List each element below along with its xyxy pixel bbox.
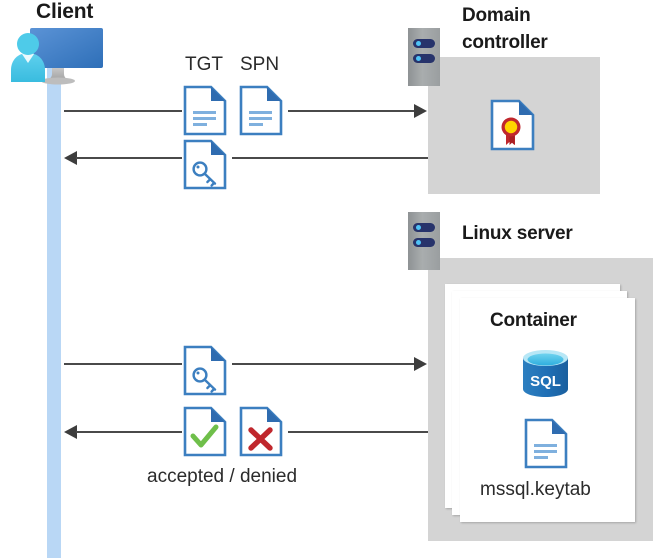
message-4-line-left [76,431,182,433]
accepted-denied-caption: accepted / denied [147,466,298,487]
sql-database-icon: SQL [519,348,572,399]
linux-server-server-icon [408,212,440,270]
accepted-document-icon [183,406,227,457]
certificate-document-icon [490,99,535,151]
message-3-arrowhead [414,357,427,371]
message-4-arrowhead [64,425,77,439]
container-title: Container [490,310,577,331]
message-1-line-left [64,110,182,112]
message-1-line-right [288,110,414,112]
tgt-label: TGT [185,54,223,75]
spn-document-icon [239,85,283,136]
tgt-document-icon [183,85,227,136]
domain-controller-title-line1: Domain [462,5,531,26]
keytab-document-icon [524,418,568,469]
sql-label: SQL [530,373,561,390]
domain-controller-title: Domain controller [462,2,652,56]
domain-controller-server-icon [408,28,440,86]
message-3-line-right [232,363,414,365]
message-3-line-left [64,363,182,365]
linux-server-title: Linux server [462,223,573,244]
spn-label: SPN [240,54,280,75]
denied-document-icon [239,406,283,457]
client-computer-user-icon [8,24,114,90]
domain-controller-title-line2: controller [462,32,548,53]
message-2-arrowhead [64,151,77,165]
client-title: Client [36,0,94,23]
message-2-line-left [76,157,182,159]
message-1-arrowhead [414,104,427,118]
client-lifeline [47,58,61,558]
key-document-icon-2 [183,345,227,396]
container-card-front [460,298,635,522]
key-document-icon-1 [183,139,227,190]
keytab-filename-label: mssql.keytab [480,479,591,500]
message-2-line-right [232,157,428,159]
message-4-line-right [288,431,428,433]
